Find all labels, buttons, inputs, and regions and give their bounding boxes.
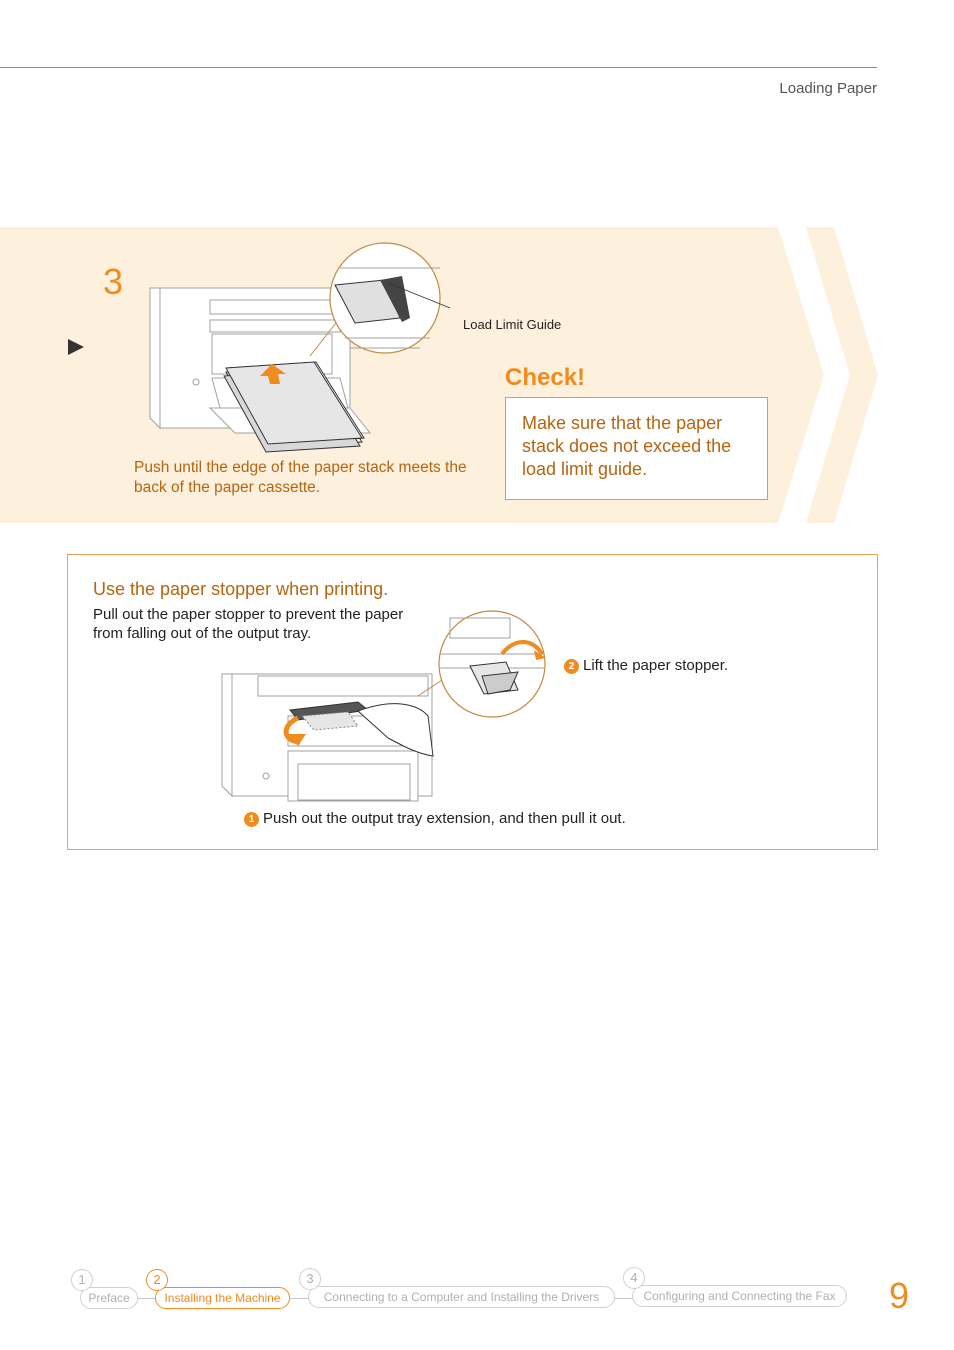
nav-item-connecting-to-a-computer[interactable]: Connecting to a Computer and Installing … (308, 1286, 615, 1308)
step2-text: Lift the paper stopper. (583, 657, 729, 674)
step2-instruction: 2 Lift the paper stopper. (564, 657, 728, 674)
step1-instruction: 1 Push out the output tray extension, and… (244, 810, 626, 827)
step1-text: Push out the output tray extension, and … (263, 810, 626, 827)
check-title: Check! (505, 364, 586, 391)
step-caption: Push until the edge of the paper stack m… (134, 459, 467, 496)
page-number: 9 (888, 1275, 909, 1316)
nav-connector (138, 1298, 156, 1299)
paper-stopper-illustration (221, 610, 546, 802)
step1-bullet: 1 (244, 812, 259, 827)
nav-item-label: Connecting to a Computer and Installing … (323, 1290, 600, 1304)
nav-item-preface[interactable]: Preface (80, 1287, 138, 1309)
step-pointer-icon (68, 339, 84, 355)
check-box: Make sure that the paper stack does not … (505, 397, 768, 500)
nav-connector (614, 1298, 634, 1299)
nav-item-label: Installing the Machine (164, 1291, 281, 1305)
tip-body: Pull out the paper stopper to prevent th… (93, 606, 404, 642)
nav-connector (290, 1298, 310, 1299)
nav-number: 1 (71, 1269, 93, 1291)
nav-item-label: Preface (88, 1291, 130, 1305)
step2-bullet: 2 (564, 659, 579, 674)
paper-loading-illustration (149, 242, 450, 453)
tip-title: Use the paper stopper when printing. (93, 579, 389, 599)
section-title: Loading Paper (779, 80, 877, 97)
nav-item-label: Configuring and Connecting the Fax (643, 1289, 836, 1303)
check-text: Make sure that the paper stack does not … (522, 413, 732, 479)
load-limit-guide-label: Load Limit Guide (463, 317, 562, 332)
nav-number: 4 (623, 1267, 645, 1289)
header-rule (0, 67, 877, 68)
step-number: 3 (103, 261, 124, 302)
nav-item-configuring-the-fax[interactable]: Configuring and Connecting the Fax (632, 1285, 847, 1307)
nav-number: 3 (299, 1268, 321, 1290)
nav-item-installing-the-machine[interactable]: Installing the Machine (155, 1287, 290, 1309)
nav-number: 2 (146, 1269, 168, 1291)
